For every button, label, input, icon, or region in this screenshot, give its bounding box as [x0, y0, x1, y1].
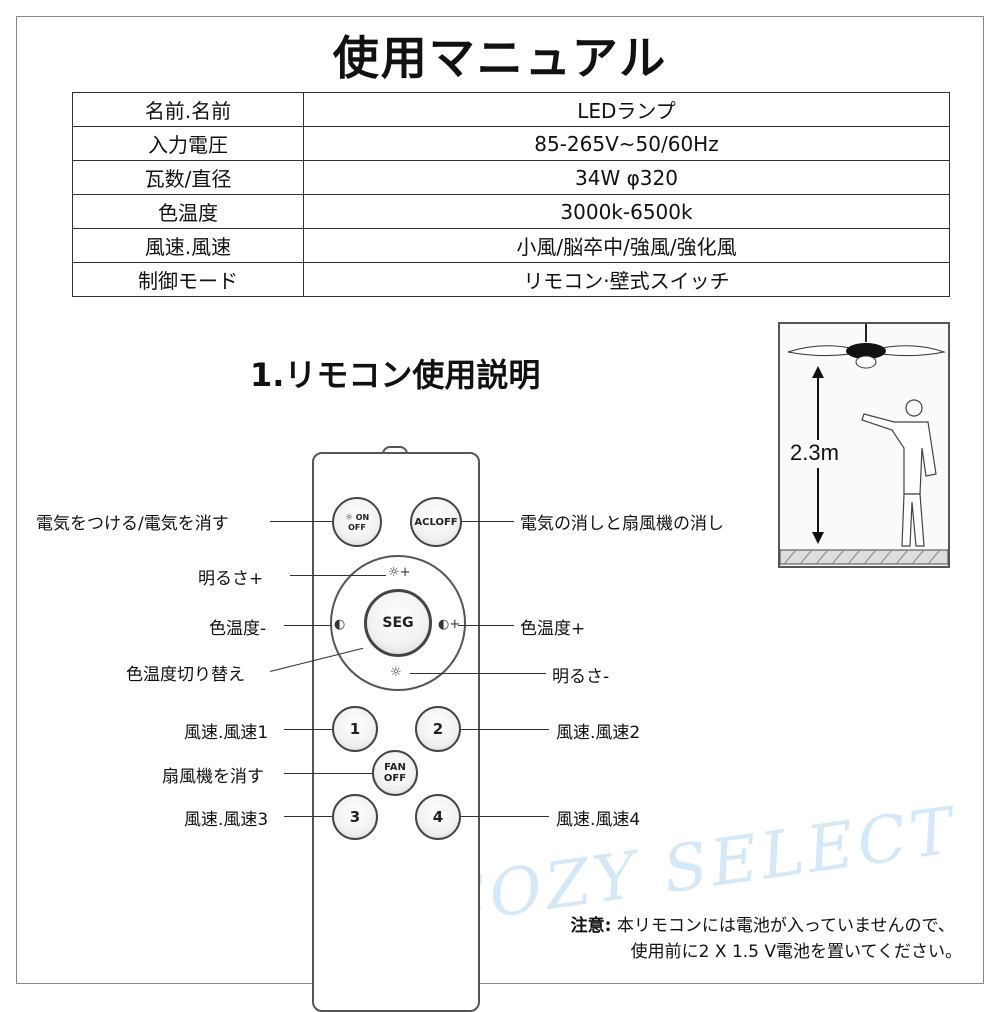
label-speed-3: 風速.風速3	[184, 810, 269, 830]
install-illustration: 2.3m	[778, 322, 950, 568]
label-temp-switch: 色温度切り替え	[126, 665, 245, 685]
leader-line	[410, 673, 546, 674]
spec-value: リモコン·壁式スイッチ	[303, 262, 950, 297]
seg-button[interactable]: SEG	[364, 589, 432, 657]
leader-line	[461, 816, 549, 817]
spec-value: LEDランプ	[303, 92, 950, 127]
leader-line	[290, 575, 386, 576]
install-height: 2.3m	[790, 440, 839, 465]
temp-down-icon[interactable]: ◐	[334, 617, 346, 632]
spec-value: 85-265V~50/60Hz	[303, 126, 950, 161]
label-temp-down: 色温度-	[209, 619, 267, 639]
speed-1-button[interactable]: 1	[332, 706, 378, 752]
spec-key: 色温度	[72, 194, 304, 229]
brightness-down-icon[interactable]: ☼	[390, 665, 402, 680]
label-temp-up: 色温度+	[520, 619, 586, 639]
label-acloff: 電気の消しと扇風機の消し	[520, 514, 724, 534]
frame	[16, 16, 984, 984]
spec-value: 34W φ320	[303, 160, 950, 195]
spec-value: 3000k-6500k	[303, 194, 950, 229]
remote-notch	[382, 446, 408, 456]
note-line-1: 本リモコンには電池が入っていませんので、	[616, 916, 955, 936]
label-speed-1: 風速.風速1	[184, 723, 269, 743]
leader-line	[270, 521, 332, 522]
label-speed-4: 風速.風速4	[556, 810, 641, 830]
acloff-button[interactable]: ACLOFF	[410, 497, 462, 547]
speed-3-button[interactable]: 3	[332, 794, 378, 840]
battery-note: 注意: 本リモコンには電池が入っていませんので、 使用前に2 X 1.5 V電池…	[571, 913, 962, 965]
label-fan-off: 扇風機を消す	[162, 767, 264, 787]
page-title: 使用マニュアル	[332, 31, 668, 85]
label-speed-2: 風速.風速2	[556, 723, 641, 743]
spec-key: 名前.名前	[72, 92, 304, 127]
label-bright-down: 明るさ-	[552, 667, 610, 687]
table-row: 制御モードリモコン·壁式スイッチ	[72, 262, 950, 297]
spec-value: 小風/脳卒中/強風/強化風	[303, 228, 950, 263]
brightness-up-icon[interactable]: ☼+	[388, 565, 411, 580]
note-prefix: 注意:	[570, 916, 612, 936]
leader-line	[284, 773, 372, 774]
note-line-2: 使用前に2 X 1.5 V電池を置いてください。	[630, 942, 962, 962]
speed-2-button[interactable]: 2	[415, 706, 461, 752]
leader-line	[284, 816, 332, 817]
label-power: 電気をつける/電気を消す	[36, 514, 229, 534]
spec-key: 風速.風速	[72, 228, 304, 263]
spec-key: 入力電圧	[72, 126, 304, 161]
leader-line	[462, 521, 514, 522]
spec-key: 瓦数/直径	[72, 160, 304, 195]
leader-line	[458, 625, 514, 626]
leader-line	[461, 729, 549, 730]
speed-4-button[interactable]: 4	[415, 794, 461, 840]
label-bright-up: 明るさ+	[198, 569, 264, 589]
table-row: 風速.風速小風/脳卒中/強風/強化風	[72, 228, 950, 263]
leader-line	[284, 625, 332, 626]
section-title: 1.リモコン使用説明	[250, 356, 541, 394]
leader-line	[284, 729, 332, 730]
temp-up-icon[interactable]: ◐+	[438, 617, 461, 632]
spec-key: 制御モード	[72, 262, 304, 297]
